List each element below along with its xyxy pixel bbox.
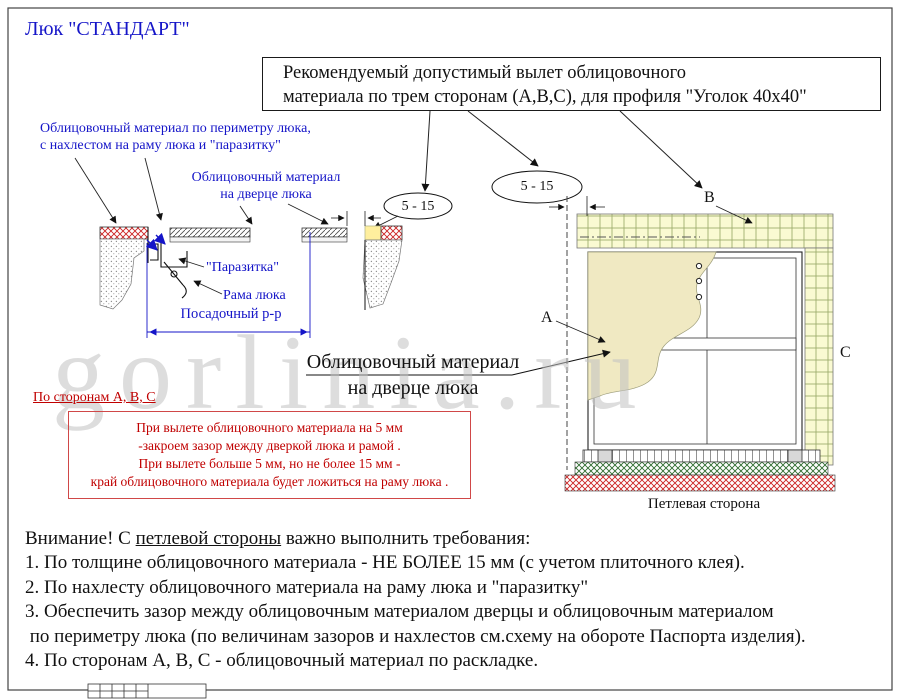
- side-letter-c: С: [840, 344, 851, 361]
- seat-dimension-label: Посадочный р-р: [180, 306, 282, 322]
- requirement-item-1: 1. По толщине облицовочного материала - …: [25, 552, 745, 574]
- requirements-intro-underlined: петлевой стороны: [135, 528, 282, 549]
- requirements-block: Внимание! С петлевой стороны важно выпол…: [25, 527, 806, 673]
- requirements-intro: Внимание! С петлевой стороны важно выпол…: [25, 527, 806, 551]
- top-overhang-dimension: [549, 196, 605, 216]
- perimeter-material-label-line1: Облицовочный материал по периметру люка,: [40, 121, 311, 136]
- hinge-dots: [695, 262, 703, 301]
- hinge-side-label: Петлевая сторона: [647, 496, 761, 512]
- header-note-line1: Рекомендуемый допустимый вылет облицовоч…: [283, 63, 686, 83]
- sides-note-line2: -закроем зазор между дверкой люка и рамо…: [138, 438, 401, 453]
- parasitka-label: "Паразитка": [206, 260, 279, 275]
- door-material-label-big-line1: Облицовочный материал: [306, 351, 520, 373]
- requirement-item-3-cont: по периметру люка (по величинам зазоров …: [25, 625, 806, 647]
- dim-callout-right-value: 5 - 15: [520, 179, 554, 194]
- dim-callouts: [383, 170, 583, 220]
- sides-note-heading: По сторонам А, В, С: [33, 390, 156, 405]
- side-letter-b: В: [704, 189, 715, 206]
- frame-label: Рама люка: [223, 288, 286, 303]
- door-material-label-small: Облицовочный материал на дверце люка: [180, 170, 352, 203]
- overlap-arrows: [145, 232, 166, 251]
- section-detail-right: [301, 211, 403, 310]
- dim-callout-left-value: 5 - 15: [401, 199, 435, 214]
- side-b-leader: [715, 205, 753, 224]
- header-note-box: Рекомендуемый допустимый вылет облицовоч…: [262, 57, 881, 111]
- sides-note-line1: При вылете облицовочного материала на 5 …: [136, 420, 403, 435]
- side-a-leader: [555, 320, 606, 343]
- seat-dimension: [146, 232, 311, 338]
- requirement-item-4: 4. По сторонам А, В, С - облицовочный ма…: [25, 650, 539, 672]
- sides-note-line3: При вылете больше 5 мм, но не более 15 м…: [138, 456, 401, 471]
- door-material-label-small-line2: на дверце люка: [220, 186, 312, 202]
- requirements-intro-prefix: Внимание! С: [25, 528, 136, 549]
- sheet-border: [7, 7, 893, 691]
- label-leaders: [74, 157, 329, 295]
- requirement-item-2: 2. По нахлесту облицовочного материала н…: [25, 576, 589, 598]
- hatch-front-view: [549, 196, 836, 492]
- sides-note-line4: край облицовочного материала будет ложит…: [90, 474, 449, 489]
- page-title: Люк "СТАНДАРТ": [25, 18, 190, 40]
- requirement-item-3: 3. Обеспечить зазор между облицовочным м…: [25, 601, 774, 623]
- door-material-leader: [306, 349, 611, 376]
- door-material-label-big: Облицовочный материал на дверце люка: [303, 349, 523, 401]
- requirements-intro-suffix: важно выполнить требования:: [281, 528, 531, 549]
- overhang-dimension: [331, 211, 381, 226]
- door-material-label-small-line1: Облицовочный материал: [191, 170, 341, 185]
- side-letter-a: А: [541, 309, 553, 326]
- door-material-label-big-line2: на дверце люка: [347, 377, 479, 399]
- title-block-fragment: [87, 683, 207, 699]
- header-note-leaders: [421, 110, 703, 192]
- sides-note-box: При вылете облицовочного материала на 5 …: [68, 411, 471, 499]
- header-note-line2: материала по трем сторонам (А,В,С), для …: [283, 87, 807, 107]
- perimeter-material-label-line2: с нахлестом на раму люка и "паразитку": [40, 137, 281, 153]
- section-detail-left: [99, 226, 251, 310]
- perimeter-material-label: Облицовочный материал по периметру люка,…: [40, 121, 311, 154]
